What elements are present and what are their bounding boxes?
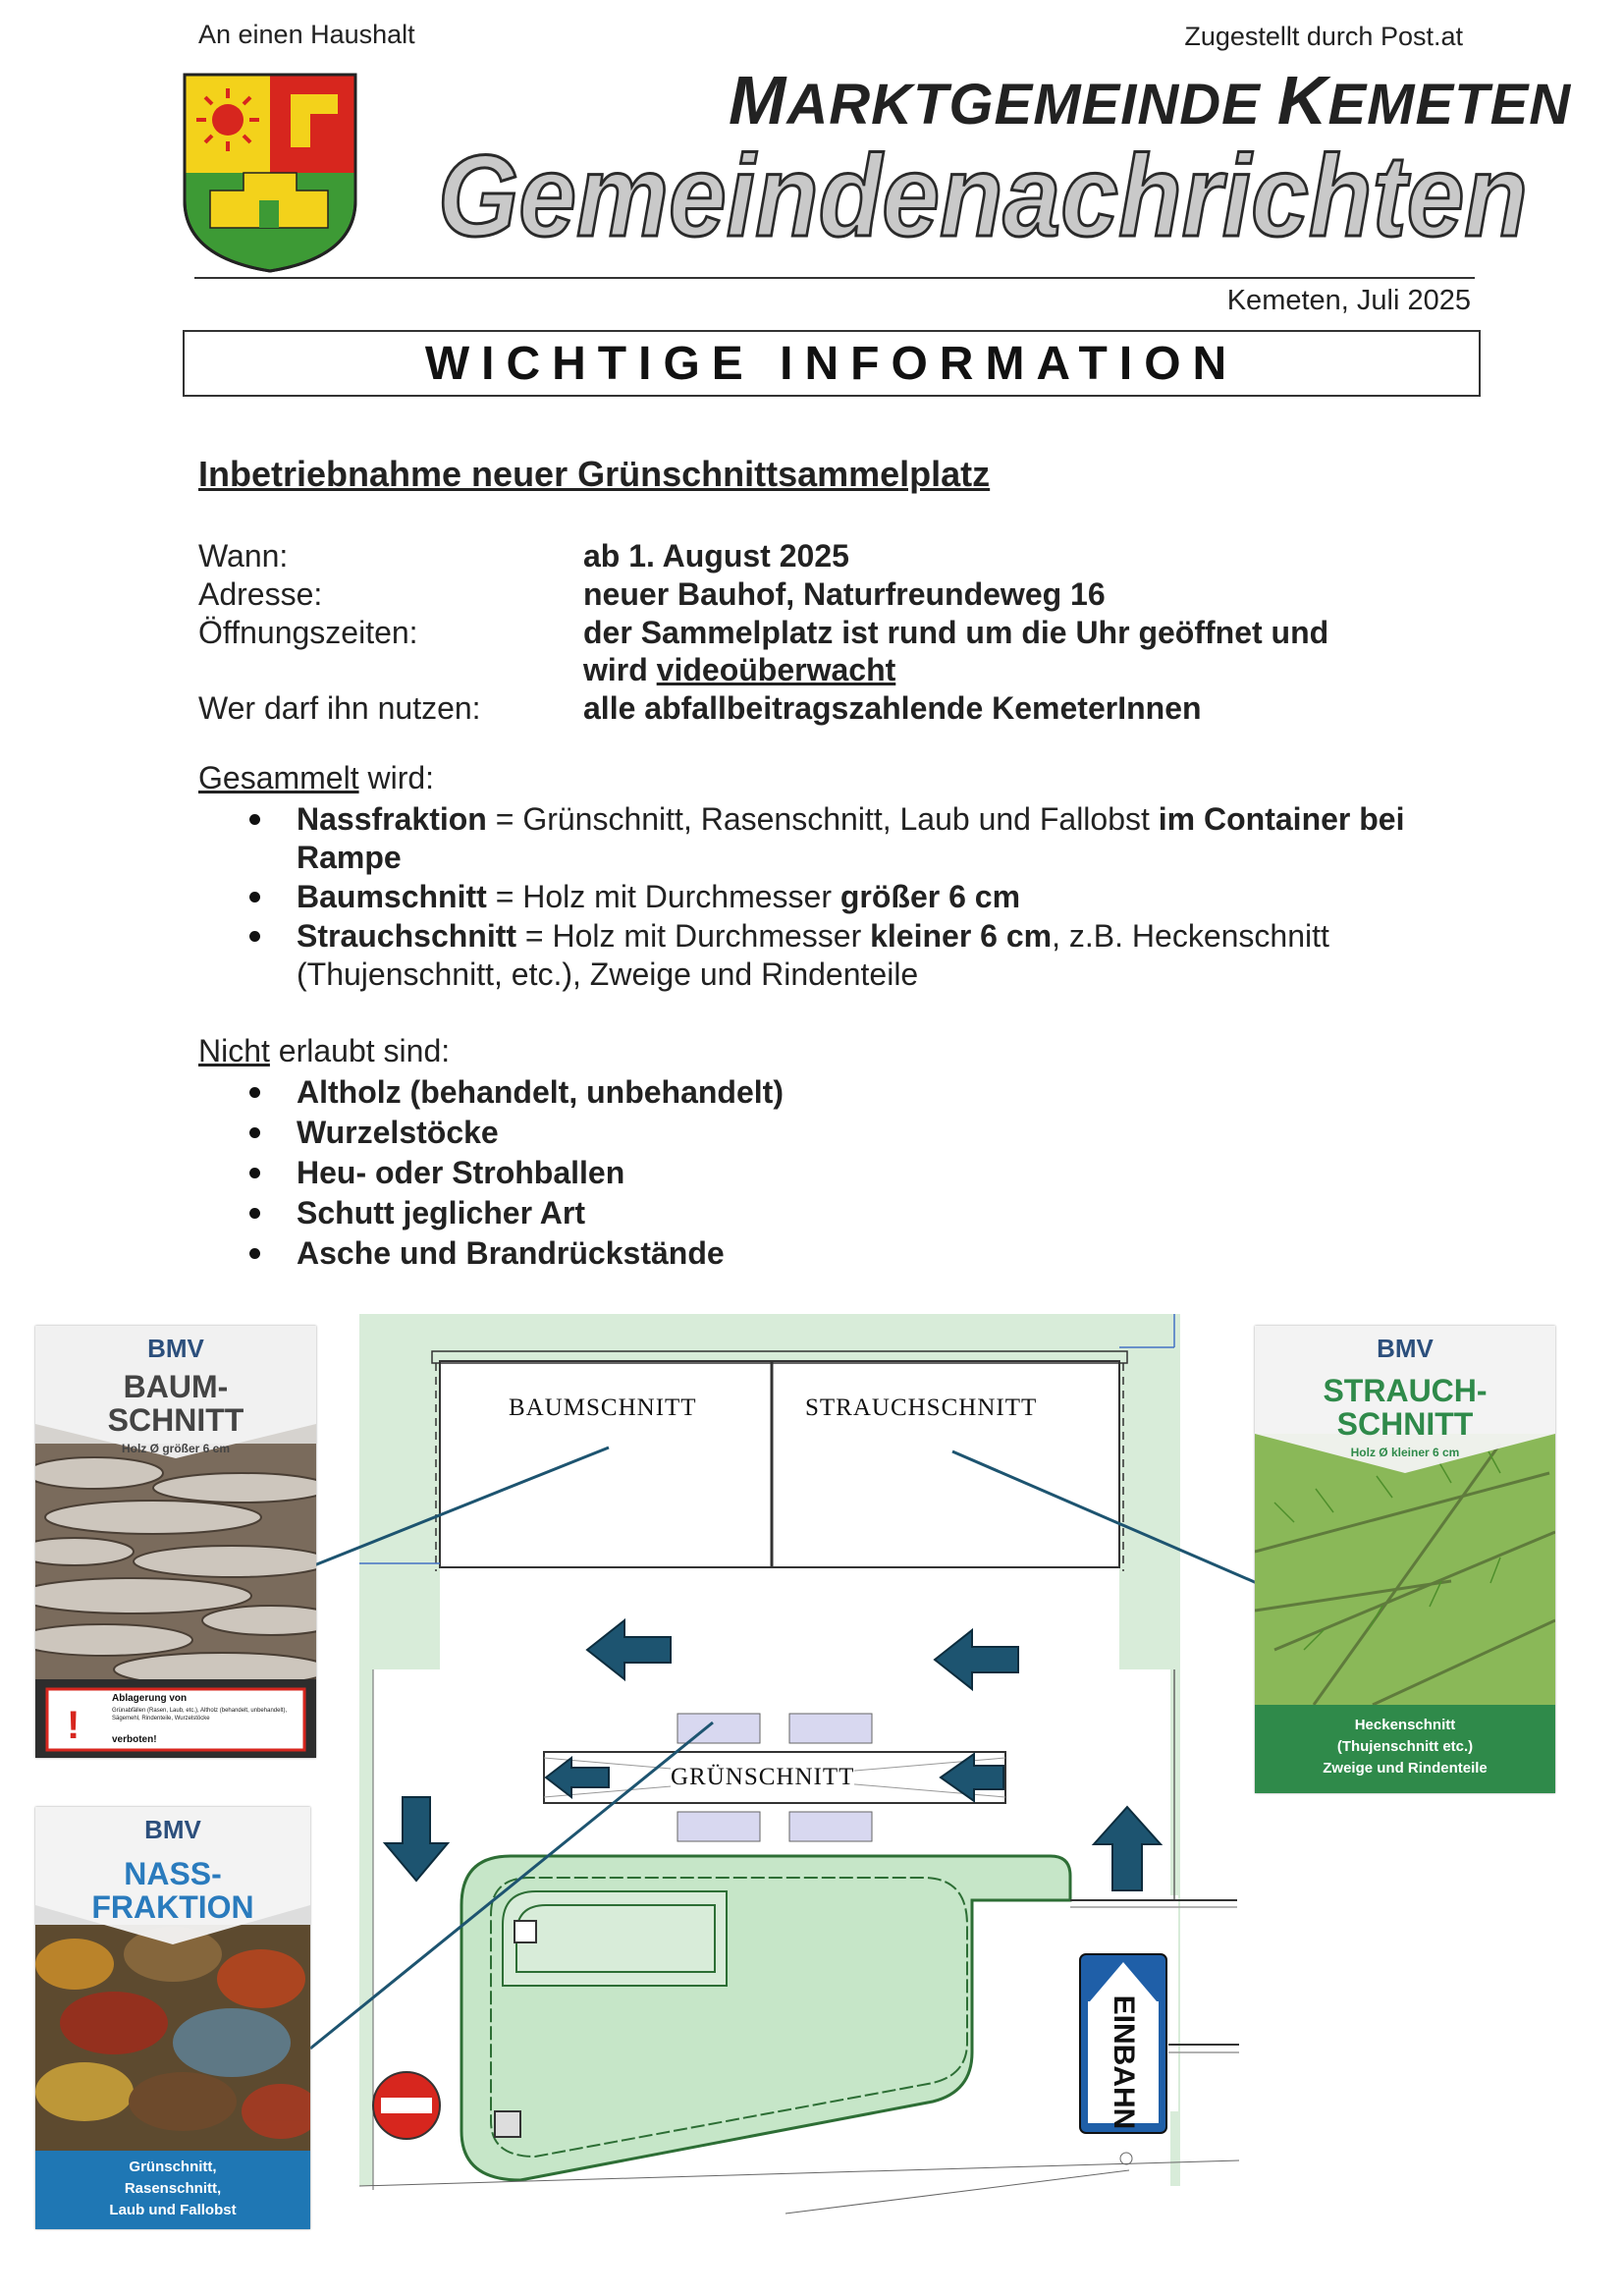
poster-brand: BMV	[144, 1815, 201, 1844]
poster-brand: BMV	[147, 1334, 204, 1363]
detail-value-address: neuer Bauhof, Naturfreundeweg 16	[583, 576, 1106, 612]
plan-label-strauchschnitt: STRAUCHSCHNITT	[805, 1394, 1038, 1421]
not-allowed-item: Altholz (behandelt, unbehandelt)	[249, 1074, 784, 1110]
detail-label-when: Wann:	[198, 538, 289, 574]
recipient-note: An einen Haushalt	[198, 20, 415, 49]
poster-strauchschnitt-image	[1255, 1326, 1555, 1793]
poster-subtitle: Holz Ø kleiner 6 cm	[1350, 1446, 1460, 1459]
municipality-crest-icon	[183, 73, 357, 273]
municipality-name: MARKTGEMEINDE KEMETEN	[729, 62, 1572, 138]
poster-nassfraktion-image	[35, 1807, 310, 2229]
detail-value-users: alle abfallbeitragszahlende KemeterInnen	[583, 690, 1202, 726]
collected-heading: Gesammelt wird:	[198, 760, 435, 795]
poster-title: BAUM- SCHNITT	[107, 1369, 244, 1438]
delivery-note: Zugestellt durch Post.at	[1184, 22, 1463, 51]
site-plan	[309, 1314, 1258, 2214]
info-banner: WICHTIGE INFORMATION	[183, 330, 1481, 397]
not-allowed-heading: Nicht erlaubt sind:	[198, 1033, 451, 1068]
not-allowed-item: Wurzelstöcke	[249, 1115, 499, 1150]
poster-warning-head: Ablagerung von	[112, 1693, 188, 1704]
detail-value-when: ab 1. August 2025	[583, 538, 849, 574]
collected-item-nassfraktion: Nassfraktion = Grünschnitt, Rasenschnitt…	[249, 800, 1475, 877]
collected-item-baumschnitt: Baumschnitt = Holz mit Durchmesser größe…	[249, 878, 1475, 916]
not-allowed-item: Asche und Brandrückstände	[249, 1235, 725, 1271]
poster-title: STRAUCH- SCHNITT	[1323, 1373, 1488, 1442]
poster-footer: Grünschnitt, Rasenschnitt, Laub und Fall…	[109, 2159, 237, 2218]
not-allowed-item: Schutt jeglicher Art	[249, 1195, 585, 1230]
plan-label-baumschnitt: BAUMSCHNITT	[509, 1394, 697, 1421]
one-way-sign: EINBAHN	[1108, 1995, 1140, 2130]
detail-value-hours: der Sammelplatz ist rund um die Uhr geöf…	[583, 615, 1329, 650]
not-allowed-item: Heu- oder Strohballen	[248, 1155, 625, 1190]
svg-text:Gemeindenachrichten: Gemeindenachrichten	[438, 134, 1528, 257]
poster-nassfraktion: BMV NASS- FRAKTION Grünschnitt, Rasensch…	[35, 1807, 310, 2229]
header-divider	[194, 277, 1475, 279]
poster-baumschnitt: ! BMV BAUM- SCHNITT Holz Ø größer 6 cm A…	[35, 1326, 316, 1758]
poster-strauchschnitt: BMV STRAUCH- SCHNITT Holz Ø kleiner 6 cm…	[1255, 1326, 1555, 1793]
poster-warning-tail: verboten!	[112, 1734, 157, 1745]
headline: Inbetriebnahme neuer Grünschnittsammelpl…	[198, 454, 991, 494]
poster-warning-body: Grünabfällen (Rasen, Laub, etc.), Althol…	[112, 1708, 288, 1722]
poster-baumschnitt-image: !	[35, 1326, 316, 1758]
detail-label-address: Adresse:	[198, 576, 323, 612]
svg-text:!: !	[67, 1704, 80, 1747]
detail-label-hours: Öffnungszeiten:	[198, 615, 418, 650]
poster-footer: Heckenschnitt (Thujenschnitt etc.) Zweig…	[1323, 1717, 1488, 1777]
poster-subtitle: Holz Ø größer 6 cm	[121, 1442, 231, 1455]
poster-brand: BMV	[1377, 1334, 1434, 1363]
poster-title: NASS- FRAKTION	[91, 1856, 254, 1925]
detail-value-hours-line2: wird videoüberwacht	[583, 652, 896, 687]
collected-item-strauchschnitt: Strauchschnitt = Holz mit Durchmesser kl…	[249, 917, 1475, 994]
newsletter-title: Gemeindenachrichten	[437, 134, 1530, 257]
place-date: Kemeten, Juli 2025	[1226, 285, 1471, 316]
detail-label-users: Wer darf ihn nutzen:	[198, 690, 481, 726]
plan-label-gruenschnitt: GRÜNSCHNITT	[671, 1764, 855, 1791]
